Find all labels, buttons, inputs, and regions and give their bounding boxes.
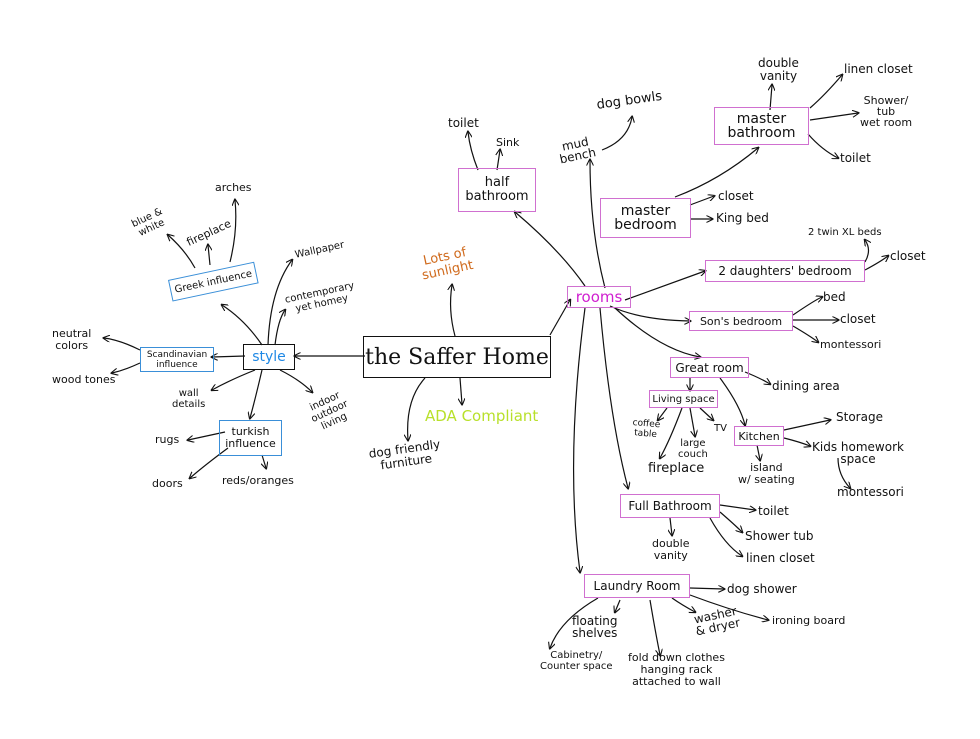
master-bed-box[interactable]: master bedroom xyxy=(600,198,691,238)
great-room-dining: dining area xyxy=(772,379,840,393)
full-bath-box[interactable]: Full Bathroom xyxy=(620,494,720,518)
center-title-box[interactable]: the Saffer Home xyxy=(363,336,551,378)
laundry-label: Laundry Room xyxy=(593,579,681,593)
living-label: Living space xyxy=(652,393,715,405)
rooms-label: rooms xyxy=(575,288,623,306)
daughters-box[interactable]: 2 daughters' bedroom xyxy=(705,260,865,282)
turkish-rugs: rugs xyxy=(155,433,180,446)
master-bath-toilet: toilet xyxy=(840,151,871,165)
half-bath-toilet: toilet xyxy=(448,116,479,130)
kitchen-homework: Kids homework space xyxy=(812,440,904,466)
half-bath-label: half bathroom xyxy=(465,175,529,204)
scandinavian-box[interactable]: Scandinavian influence xyxy=(140,347,214,372)
half-bath-sink: Sink xyxy=(496,136,520,149)
master-bed-label: master bedroom xyxy=(614,203,677,233)
rooms-box[interactable]: rooms xyxy=(567,286,631,308)
kitchen-label: Kitchen xyxy=(738,429,780,443)
kitchen-box[interactable]: Kitchen xyxy=(734,426,784,446)
master-bath-box[interactable]: master bathroom xyxy=(714,107,809,145)
master-bath-label: master bathroom xyxy=(727,111,796,141)
full-bath-shower: Shower tub xyxy=(745,529,814,543)
kitchen-montessori: montessori xyxy=(837,485,904,499)
turkish-box[interactable]: turkish influence xyxy=(219,420,282,456)
kitchen-island: island w/ seating xyxy=(738,461,795,486)
living-box[interactable]: Living space xyxy=(649,390,718,408)
great-room-box[interactable]: Great room xyxy=(670,357,749,378)
laundry-shelves: floating shelves xyxy=(572,614,618,640)
laundry-ironing: ironing board xyxy=(772,614,846,627)
turkish-reds: reds/oranges xyxy=(222,474,294,487)
center-title: the Saffer Home xyxy=(365,344,549,370)
turkish-label: turkish influence xyxy=(225,425,276,450)
full-bath-label: Full Bathroom xyxy=(628,499,712,513)
son-box[interactable]: Son's bedroom xyxy=(689,311,793,331)
style-box[interactable]: style xyxy=(243,344,295,370)
living-tv: TV xyxy=(714,423,727,434)
turkish-doors: doors xyxy=(152,477,183,490)
great-room-label: Great room xyxy=(675,360,744,375)
scandinavian-wood: wood tones xyxy=(52,373,116,386)
style-label: style xyxy=(252,349,286,365)
laundry-box[interactable]: Laundry Room xyxy=(584,574,690,598)
son-montessori: montessori xyxy=(820,338,882,351)
style-wall-details: wall details xyxy=(172,388,206,410)
master-bed-king: King bed xyxy=(716,211,769,225)
daughters-twin: 2 twin XL beds xyxy=(808,227,882,238)
son-label: Son's bedroom xyxy=(699,314,783,328)
full-bath-toilet: toilet xyxy=(758,504,789,518)
ada-note: ADA Compliant xyxy=(425,407,539,425)
daughters-closet: closet xyxy=(890,249,926,263)
scandinavian-label: Scandinavian influence xyxy=(146,349,208,370)
full-bath-linen: linen closet xyxy=(746,551,815,565)
son-closet: closet xyxy=(840,312,876,326)
master-bed-closet: closet xyxy=(718,189,754,203)
scandinavian-neutral: neutral colors xyxy=(52,327,92,352)
greek-arches: arches xyxy=(215,181,252,194)
half-bath-box[interactable]: half bathroom xyxy=(458,168,536,212)
master-bath-shower: Shower/ tub wet room xyxy=(860,94,913,129)
master-bath-vanity: double vanity xyxy=(758,56,799,83)
living-coffee: coffee table xyxy=(632,418,661,441)
full-bath-vanity: double vanity xyxy=(652,537,690,562)
living-couch: large couch xyxy=(678,438,708,460)
living-fireplace: fireplace xyxy=(648,461,705,476)
daughters-label: 2 daughters' bedroom xyxy=(718,264,852,278)
son-bed: bed xyxy=(823,290,846,304)
laundry-dog-shower: dog shower xyxy=(727,582,797,596)
laundry-cabinetry: Cabinetry/ Counter space xyxy=(540,650,613,672)
master-bath-linen: linen closet xyxy=(844,62,913,76)
laundry-rack: fold down clothes hanging rack attached … xyxy=(628,651,725,688)
kitchen-storage: Storage xyxy=(836,410,883,424)
